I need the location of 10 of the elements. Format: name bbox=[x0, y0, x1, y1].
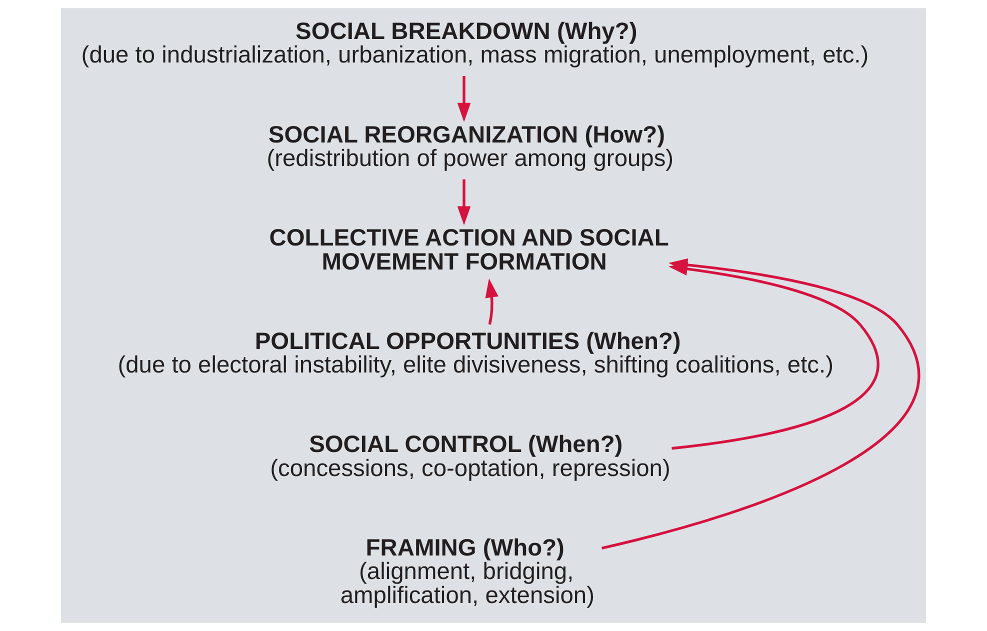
node-text: COLLECTIVE ACTION AND SOCIAL MOVEMENT FORMATION bbox=[269, 226, 669, 276]
arrow bbox=[485, 278, 498, 325]
arrow bbox=[457, 76, 471, 122]
arrow bbox=[601, 258, 920, 550]
node-text: SOCIAL CONTROL (When?) (concessions, co-optation, repression) bbox=[270, 432, 670, 482]
node-text: POLITICAL OPPORTUNITIES (When?) (due to electoral instability, elite divisiveness, shifting coalitions, etc.) bbox=[118, 328, 834, 379]
node-text: SOCIAL REORGANIZATION (How?) (redistribution of power among groups) bbox=[266, 122, 674, 172]
node-text: SOCIAL BREAKDOWN (Why?) (due to industrialization, urbanization, mass migration, unemployment, etc.) bbox=[81, 18, 869, 69]
arrow bbox=[457, 179, 471, 226]
node-text: FRAMING (Who?) (alignment, bridging, amplification, extension) bbox=[340, 535, 595, 609]
